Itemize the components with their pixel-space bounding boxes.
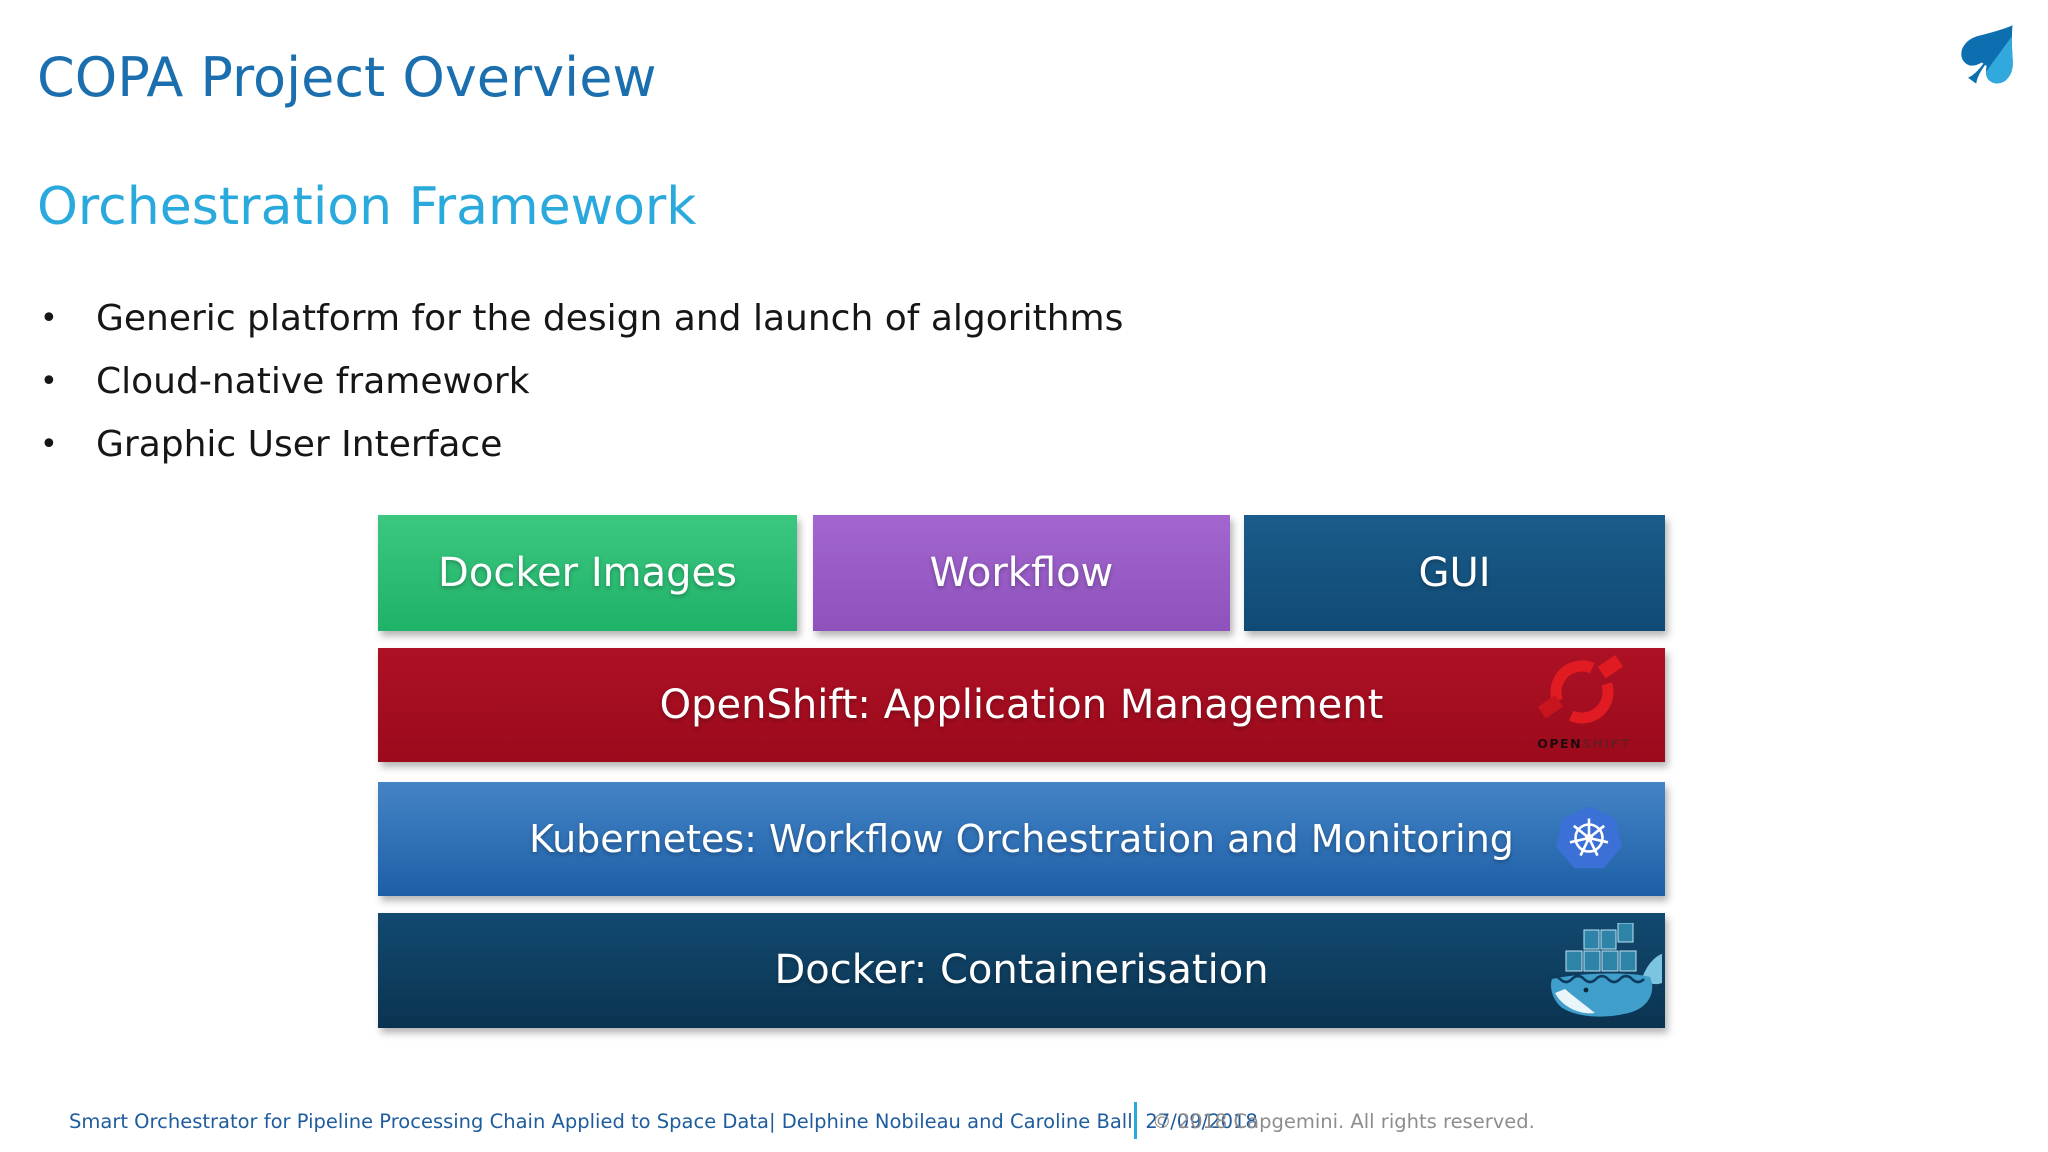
docker-layer: Docker: Containerisation (378, 913, 1668, 1028)
footer-project-info: Smart Orchestrator for Pipeline Processi… (69, 1110, 1258, 1133)
openshift-layer-label: OpenShift: Application Management (659, 682, 1384, 728)
bullet-list: • Generic platform for the design and la… (40, 296, 1123, 485)
openshift-text-shift: SHIFT (1582, 736, 1631, 751)
slide-subtitle: Orchestration Framework (37, 177, 697, 237)
workflow-box: Workflow (813, 515, 1230, 631)
openshift-logo-text: OPENSHIFT (1536, 736, 1632, 751)
docker-layer-label: Docker: Containerisation (774, 947, 1269, 993)
bullet-item: • Generic platform for the design and la… (40, 296, 1123, 342)
kubernetes-layer-label: Kubernetes: Workflow Orchestration and M… (529, 817, 1514, 861)
bullet-text: Graphic User Interface (96, 424, 503, 465)
bullet-text: Cloud-native framework (96, 361, 530, 402)
bullet-marker: • (40, 427, 58, 462)
openshift-layer: OpenShift: Application Management OPENSH… (378, 648, 1665, 762)
openshift-text-open: OPEN (1537, 736, 1583, 751)
openshift-logo: OPENSHIFT (1536, 650, 1632, 760)
gui-box: GUI (1244, 515, 1665, 631)
kubernetes-layer: Kubernetes: Workflow Orchestration and M… (378, 782, 1665, 896)
footer-divider (1134, 1102, 1137, 1139)
bullet-text: Generic platform for the design and laun… (96, 298, 1124, 339)
architecture-diagram: Docker Images Workflow GUI OpenShift: Ap… (378, 515, 1668, 1030)
capgemini-spade-rotated: ♠ ♠ (1914, 0, 2048, 130)
openshift-ring-icon (1537, 655, 1624, 724)
docker-images-box: Docker Images (378, 515, 797, 631)
bullet-marker: • (40, 364, 58, 399)
docker-whale-icon (1542, 922, 1668, 1018)
bullet-marker: • (40, 301, 58, 336)
footer-copyright: © 2018 Capgemini. All rights reserved. (1152, 1110, 1535, 1133)
bullet-item: • Cloud-native framework (40, 359, 1123, 405)
bullet-item: • Graphic User Interface (40, 422, 1123, 468)
page-title: COPA Project Overview (37, 46, 657, 109)
kubernetes-helm-wheel-icon (1556, 806, 1622, 869)
capgemini-spade-logo: ♠ ♠ (1925, 0, 2048, 124)
